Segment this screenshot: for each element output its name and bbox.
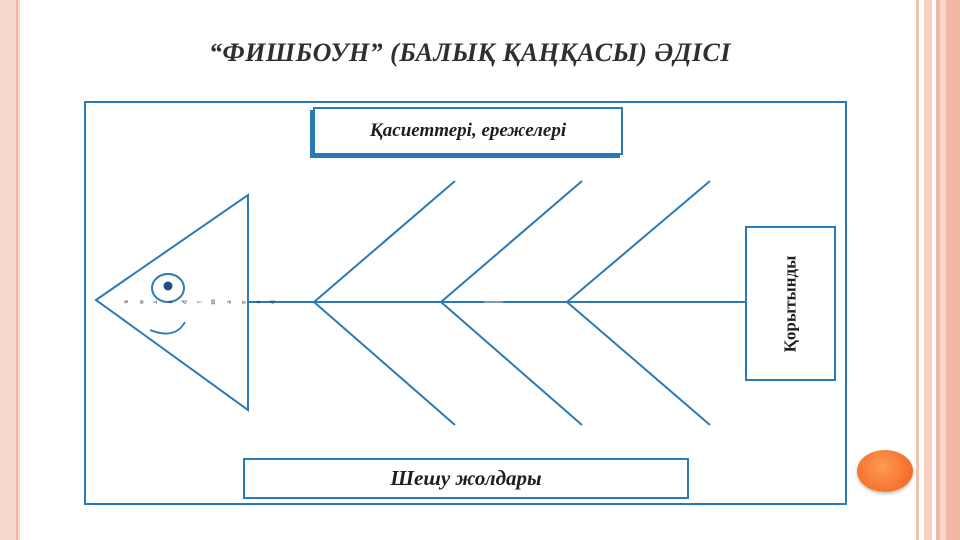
bone-top-1	[313, 180, 456, 303]
left-decorative-stripe	[0, 0, 20, 540]
head-letter: р	[269, 300, 278, 304]
slide-title: “ФИШБОУН” (БАЛЫҚ ҚАҢҚАСЫ) ӘДІСІ	[208, 38, 732, 67]
right-decorative-stripes	[916, 0, 960, 540]
bone-top-3	[566, 180, 711, 303]
conclusion-label: Қорытынды	[780, 255, 800, 352]
head-letter: к	[122, 300, 131, 304]
solution-ways-box: Шешу жолдары	[243, 458, 689, 499]
bone-bottom-3	[566, 301, 711, 426]
bone-top-2	[440, 180, 583, 303]
conclusion-box: Қорытынды	[745, 226, 836, 381]
fish-mouth	[149, 321, 186, 335]
bone-bottom-1	[313, 301, 456, 426]
diagram-frame	[84, 101, 847, 505]
fish-eye	[151, 273, 185, 303]
properties-rules-box: Қасиеттері, ережелері	[313, 107, 623, 155]
orange-circle-decoration	[857, 450, 913, 492]
head-letter: і	[194, 301, 203, 303]
head-vertical-label: к ө т е р і ш е л е р	[121, 294, 278, 310]
head-letter: ш	[209, 299, 218, 305]
fish-pupil	[163, 281, 173, 291]
bone-bottom-2	[440, 301, 583, 426]
